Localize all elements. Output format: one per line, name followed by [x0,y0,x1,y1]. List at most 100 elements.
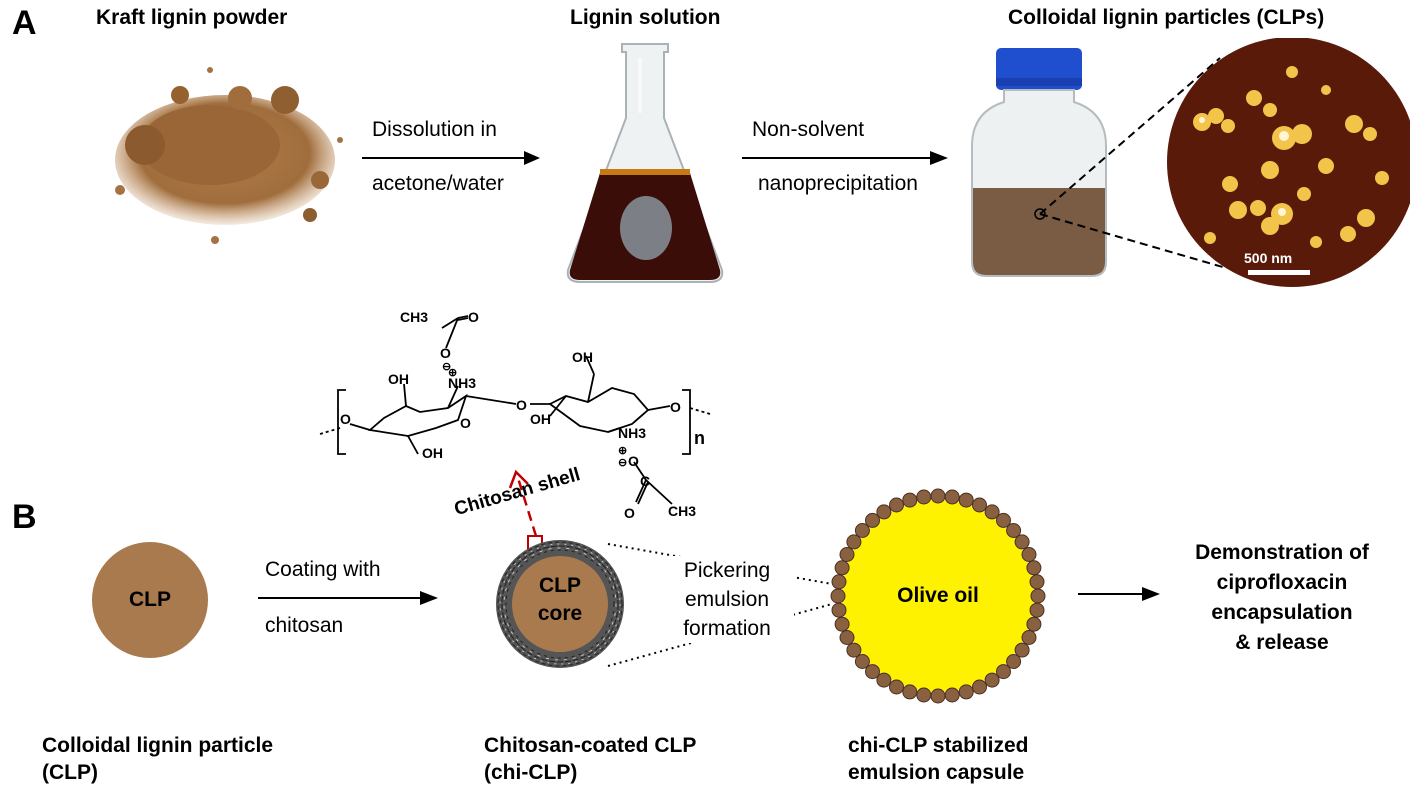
clp-bead [889,497,904,513]
o-ring: O [460,415,471,431]
coating-label-2: chitosan [265,614,344,637]
caption-clp-line-1: Colloidal lignin particle [42,734,274,757]
clp-bead [972,679,987,695]
clp-core-line-2: core [537,602,583,625]
clp-bead [972,497,987,513]
pickering-label: Pickering emulsion formation [660,556,794,643]
clp-bead [902,684,918,700]
o-bridge: O [516,397,527,413]
lignin-solution-title: Lignin solution [570,6,721,29]
lignin-powder-image [115,67,343,244]
oh-3: OH [530,411,551,427]
clp-bead [865,512,880,528]
clp-particle-label: CLP [129,588,171,611]
c-bottom: C [640,473,650,489]
clp-bead [876,504,892,520]
clp-particle [92,542,208,658]
caption-emulsion: chi-CLP stabilized emulsion capsule [848,732,1028,786]
ch3-bottom: CH3 [668,503,696,519]
o-minus-top: O [440,345,451,361]
clp-bead [1026,560,1042,576]
clp-bead [902,492,918,508]
scale-bar-label: 500 nm [1244,250,1293,266]
oh-2: OH [572,349,593,365]
oh-1: OH [388,371,409,387]
clp-bead [1014,534,1030,550]
o-right: O [670,399,681,415]
nh3-top: NH3 [448,375,476,391]
dissolution-label-2: acetone/water [372,172,504,195]
minus-sign-top: ⊖ [442,361,451,373]
clp-bead [984,504,1000,520]
pickering-line-3: formation [683,617,771,640]
chitosan-coated-clp [496,540,624,668]
dissolution-arrow [362,151,540,165]
demo-line-1: Demonstration of [1195,541,1369,564]
clp-bead [839,630,855,645]
emulsion-zoom-lines [607,543,833,667]
o-top: O [468,309,479,325]
clp-bead [958,492,974,508]
oh-5: OH [320,296,341,301]
panel-b-letter: B [12,498,37,536]
panel-a-letter: A [12,4,37,42]
o-minus-bottom: O [628,453,639,469]
clp-bead [930,488,946,504]
coating-label-1: Coating with [265,558,381,581]
dissolution-label-1: Dissolution in [372,118,497,141]
o-left: O [340,411,351,427]
clp-bead [944,687,960,703]
clp-core-label: CLP core [494,572,626,628]
caption-clp-line-2: (CLP) [42,761,98,784]
clp-bead [1006,523,1022,538]
erlenmeyer-flask-image [566,43,724,283]
afm-image [1167,38,1410,287]
demonstration-label: Demonstration of ciprofloxacin encapsula… [1162,538,1402,658]
oh-4: OH [422,445,443,461]
minus-sign-bottom: ⊖ [618,457,627,469]
clp-bead [916,489,932,505]
c-top: C [456,329,466,345]
clp-bead [1029,574,1045,590]
clp-bead [834,560,850,576]
clp-bead [854,654,870,669]
demo-line-3: encapsulation [1211,601,1353,624]
nanoprecipitation-arrow [742,151,948,165]
clp-bead [831,574,847,590]
clp-bead [996,664,1011,680]
clp-bead [984,672,1000,688]
chitosan-structure: CH3 O O ⊖ ⊕ NH3 OH OH OH OH OH O O O O N… [319,296,711,521]
demo-line-2: ciprofloxacin [1216,571,1348,594]
clp-core [512,556,608,652]
clp-core-line-1: CLP [539,574,581,597]
caption-emulsion-line-1: chi-CLP stabilized [848,734,1029,757]
plus-sign-top: ⊕ [448,367,457,379]
caption-chi-clp-line-2: (chi-CLP) [484,761,578,784]
emulsion-capsule [830,488,1046,704]
clp-bead [1006,654,1022,669]
clp-bead [834,616,850,632]
scale-bar [1248,270,1310,275]
pickering-line-1: Pickering [683,559,771,582]
caption-emulsion-line-2: emulsion capsule [848,761,1025,784]
caption-chi-clp: Chitosan-coated CLP (chi-CLP) [484,732,696,786]
clp-bead [839,547,855,562]
clp-bead [846,642,862,658]
clp-bead [854,523,870,538]
nonsolvent-label-1: Non-solvent [752,118,865,141]
clp-bottle-and-afm [971,38,1410,287]
nh3-bottom: NH3 [618,425,646,441]
plus-sign-bottom: ⊕ [618,445,627,457]
clp-bead [876,672,892,688]
clp-bead [1021,547,1037,562]
clp-bead [1021,630,1037,645]
clp-bead [846,534,862,550]
clp-bead [1026,616,1042,632]
demo-line-4: & release [1235,631,1329,654]
caption-chi-clp-line-1: Chitosan-coated CLP [484,734,697,757]
pickering-line-2: emulsion [684,588,770,611]
clp-bead [944,489,960,505]
clp-bead [958,684,974,700]
clp-bead [865,664,880,680]
o-bottom: O [624,505,635,521]
